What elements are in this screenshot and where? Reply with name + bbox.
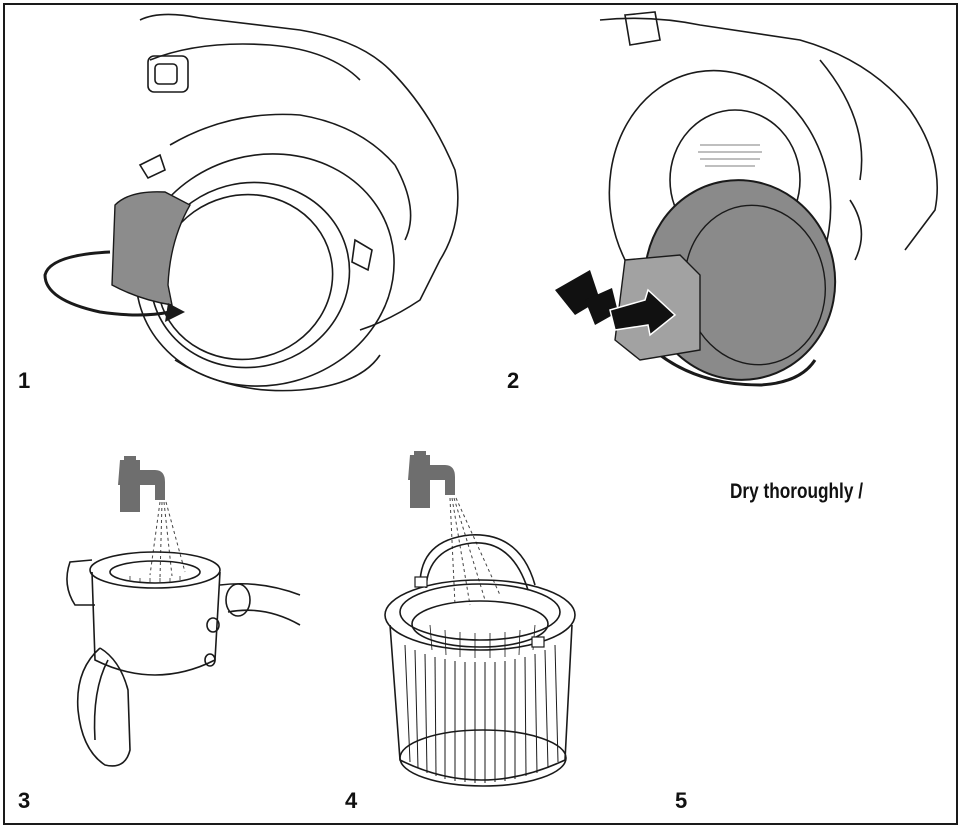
step-3-tap-icon bbox=[118, 460, 165, 512]
diagram-frame bbox=[3, 3, 958, 825]
step-2-grill bbox=[698, 144, 762, 167]
step-4-tap-icon bbox=[408, 455, 455, 508]
step-2-arrow-main bbox=[609, 288, 677, 337]
step-1-twist-ring bbox=[111, 191, 191, 306]
step-number-1: 1 bbox=[18, 368, 31, 393]
step-number-4: 4 bbox=[345, 788, 358, 813]
step-4-filter-pleats bbox=[404, 644, 559, 783]
step-number-3: 3 bbox=[18, 788, 31, 813]
step-1-illustration bbox=[135, 13, 459, 392]
step-3-illustration bbox=[66, 456, 301, 767]
step-number-5: 5 bbox=[675, 788, 688, 813]
step-5-caption: Dry thoroughly / bbox=[730, 480, 863, 503]
step-2-cover-rim bbox=[659, 353, 817, 387]
step-2-arrow-mid bbox=[585, 288, 618, 325]
step-2-illustration bbox=[599, 11, 938, 331]
step-1-rotate-arrow bbox=[43, 250, 171, 317]
step-4-illustration bbox=[384, 451, 576, 787]
step-1-arrowhead bbox=[165, 303, 185, 322]
step-number-2: 2 bbox=[507, 368, 520, 393]
